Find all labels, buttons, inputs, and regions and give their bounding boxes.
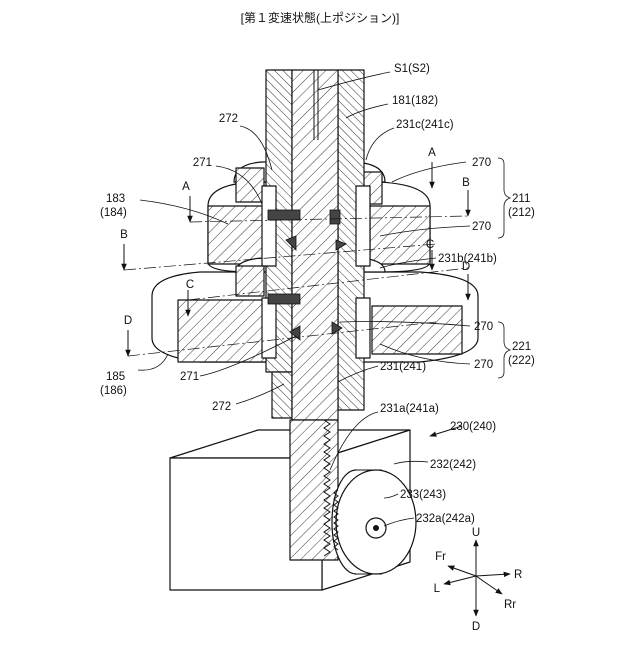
- section-mark-a-left: A: [182, 181, 190, 193]
- shaft-231: [290, 70, 338, 560]
- label-230: 230(240): [450, 421, 496, 433]
- section-mark-b-right: B: [462, 177, 470, 189]
- label-232: 232(242): [430, 459, 476, 471]
- figure-title: [第１変速状態(上ポジション)]: [241, 10, 400, 25]
- label-231c: 231c(241c): [396, 119, 454, 131]
- label-186: (186): [100, 385, 127, 397]
- pinion-233: [332, 470, 416, 574]
- section-mark-c-left: C: [186, 279, 194, 291]
- brace-221: [498, 322, 510, 378]
- label-231a: 231a(241a): [380, 403, 439, 415]
- section-mark-d-left: D: [124, 315, 132, 327]
- label-272-bottom: 272: [212, 401, 231, 413]
- label-212: (212): [508, 207, 535, 219]
- label-s1: S1(S2): [394, 63, 430, 75]
- label-270-c: 270: [474, 321, 493, 333]
- label-270-b: 270: [472, 221, 491, 233]
- direction-left: L: [434, 583, 441, 595]
- label-183: 183: [106, 193, 125, 205]
- direction-indicator: [444, 540, 510, 616]
- label-271-bottom: 271: [180, 371, 199, 383]
- label-233: 233(243): [400, 489, 446, 501]
- direction-rear: Rr: [504, 599, 516, 611]
- label-185: 185: [106, 371, 125, 383]
- label-270-d: 270: [474, 359, 493, 371]
- section-mark-b-left: B: [120, 229, 128, 241]
- direction-front: Fr: [435, 551, 446, 563]
- label-222: (222): [508, 355, 535, 367]
- label-221: 221: [512, 341, 531, 353]
- section-mark-c-right: C: [426, 239, 434, 251]
- label-231b: 231b(241b): [438, 253, 497, 265]
- label-211: 211: [512, 193, 530, 205]
- label-231: 231(241): [380, 361, 426, 373]
- label-272-top: 272: [219, 113, 238, 125]
- brace-211: [498, 158, 510, 238]
- direction-down: D: [472, 621, 480, 633]
- label-271-top: 271: [193, 157, 212, 169]
- label-181: 181(182): [392, 95, 438, 107]
- direction-up: U: [472, 527, 480, 539]
- direction-right: R: [514, 569, 522, 581]
- label-232a: 232a(242a): [416, 513, 475, 525]
- label-184: (184): [100, 207, 127, 219]
- section-mark-a-right: A: [428, 147, 436, 159]
- label-270-a: 270: [472, 157, 491, 169]
